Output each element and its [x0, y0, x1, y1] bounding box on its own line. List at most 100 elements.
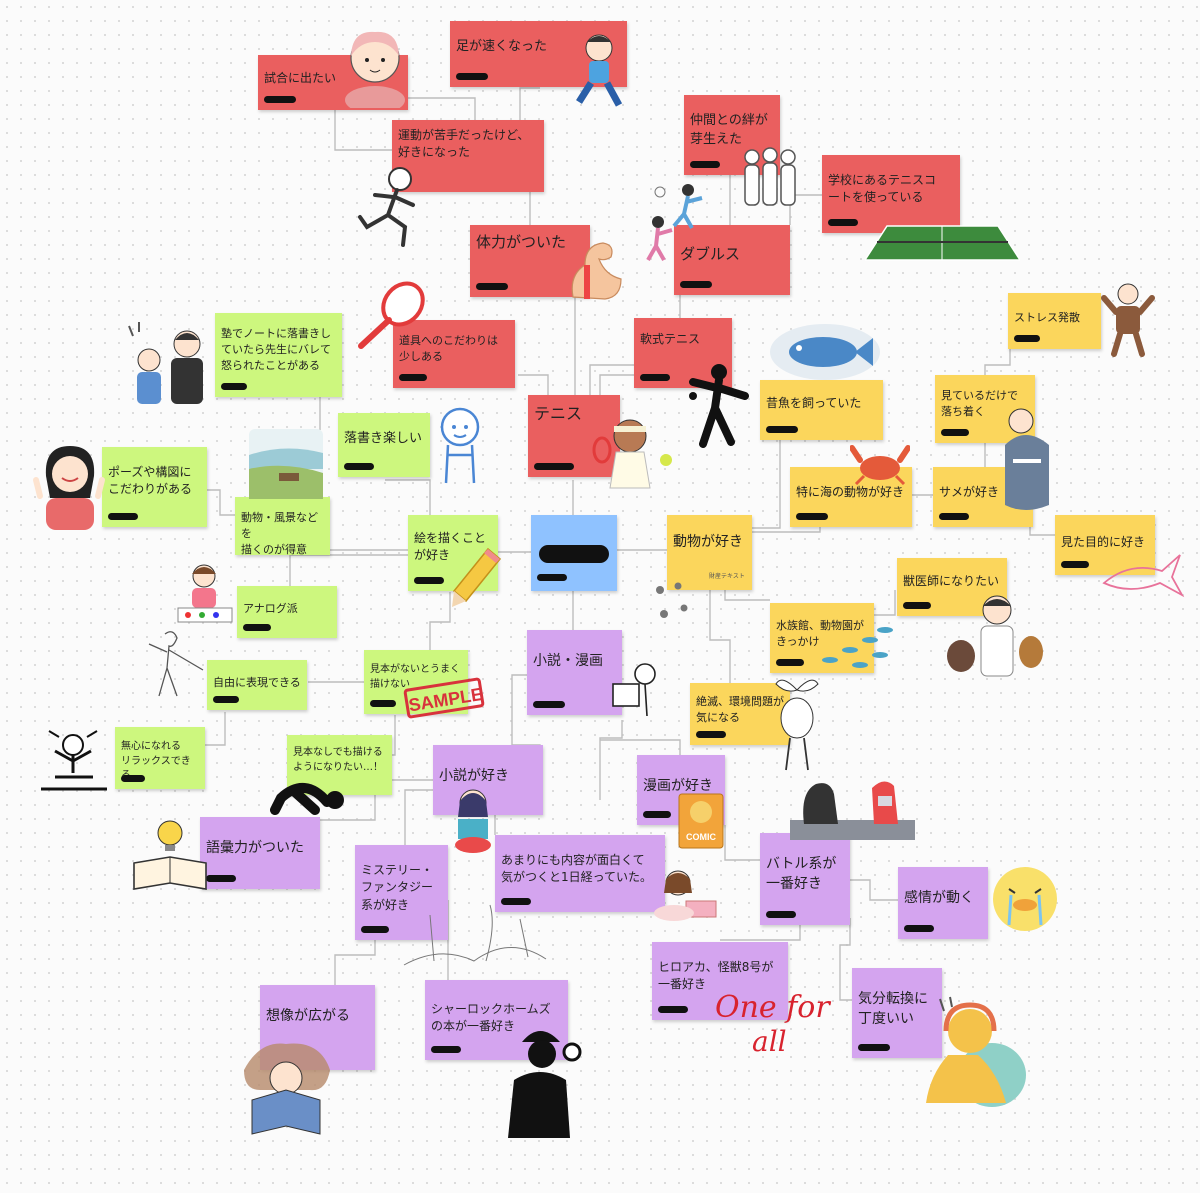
note-hiroaka[interactable]: ヒロアカ、怪獣8号が 一番好き — [652, 942, 788, 1020]
comic-book-icon: COMIC — [678, 793, 724, 849]
girl-reading-lying-icon — [654, 870, 717, 921]
note-sherlock[interactable]: シャーロックホームズ の本が一番好き — [425, 980, 568, 1060]
note-environment[interactable]: 絶滅、環境問題が 気になる — [690, 683, 790, 745]
link-sports-speed — [519, 87, 540, 120]
link-sports-match2 — [334, 100, 395, 151]
pencil-icon — [452, 547, 502, 607]
scolding-teacher-icon — [128, 322, 203, 404]
shark-outline-icon — [1102, 554, 1185, 598]
link-animals-env — [709, 560, 731, 685]
crying-duck-icon — [993, 867, 1057, 931]
tennis-racket-icon — [358, 281, 425, 349]
tennis-players-icon — [646, 184, 703, 261]
note-doodle[interactable]: 落書き楽しい — [338, 413, 430, 477]
girl-reading-icon — [455, 789, 491, 853]
note-analog[interactable]: アナログ派 — [237, 586, 337, 638]
redacted-name — [539, 545, 609, 563]
link-free-relax — [205, 712, 226, 746]
note-emotion[interactable]: 感情が動く — [898, 867, 988, 939]
note-stress[interactable]: ストレス発散 — [1008, 293, 1101, 349]
link-draw-analog — [289, 554, 410, 590]
all-text: all — [752, 1025, 787, 1058]
link-battle-hiroaka — [720, 925, 801, 941]
note-court[interactable]: 学校にあるテニスコ ートを使っている — [822, 155, 960, 233]
one-for-all-text: One for — [715, 990, 830, 1025]
link-tennis-soft — [589, 364, 637, 395]
crab-icon — [850, 445, 910, 485]
link-sports-match — [408, 97, 476, 120]
link-novel-vocab — [320, 779, 433, 821]
note-sports-like[interactable]: 運動が苦手だったけど、 好きになった — [392, 120, 544, 192]
kaiju-battle-icon — [790, 781, 915, 840]
note-bond[interactable]: 仲間との絆が 芽生えた — [684, 95, 780, 175]
link-mystery-imagine — [334, 940, 376, 985]
note-pose[interactable]: ポーズや構図に こだわりがある — [102, 447, 207, 527]
shark-costume-icon — [1005, 408, 1049, 510]
doodle-boy-icon — [440, 407, 480, 484]
fish-school-icon — [822, 627, 893, 668]
note-looks[interactable]: 見た目的に好き — [1055, 515, 1155, 575]
peace-girl-icon — [33, 446, 105, 530]
note-scenery[interactable]: 動物・風景などを 描くのが得意 — [235, 497, 330, 556]
note-tools[interactable]: 道具へのこだわりは 少しある — [393, 320, 515, 388]
sketch-scene-icon — [403, 904, 547, 966]
landscape-painting-icon — [249, 429, 323, 499]
note-needs-model[interactable]: 見本がないとうまく 描けない — [364, 650, 468, 714]
stress-relief-man-icon — [1101, 283, 1155, 357]
link-model-wish — [392, 715, 396, 756]
svg-text:COMIC: COMIC — [686, 832, 716, 842]
link-animals-fish — [752, 440, 781, 529]
link-manga-battle — [724, 825, 760, 861]
woman-reading-icon — [244, 1043, 330, 1135]
detective-silhouette-icon — [508, 1031, 582, 1138]
link-zoo-vet — [874, 590, 896, 616]
note-books-manga[interactable]: 小説・漫画 — [527, 630, 622, 715]
note-stamina[interactable]: 体力がついた — [470, 225, 590, 297]
link-draw-model — [429, 592, 451, 650]
note-doubles[interactable]: ダブルス — [674, 225, 790, 295]
link-battle-emotion — [850, 879, 898, 901]
running-figure-icon — [358, 167, 415, 247]
running-boy-icon — [576, 34, 623, 107]
fish-icon — [770, 324, 880, 380]
link-battle-relax — [839, 918, 852, 1001]
redacted-mark — [537, 574, 567, 581]
vet-doctor-icon — [947, 595, 1043, 677]
muscle-arm-icon — [571, 242, 622, 300]
note-vocab[interactable]: 語彙力がついた — [200, 817, 320, 889]
girl-painting-icon — [177, 564, 233, 623]
tennis-girl-icon — [592, 419, 672, 489]
girl-face-icon — [345, 31, 405, 108]
reading-figure-icon — [612, 663, 656, 717]
note-zoo[interactable]: 水族館、動物園が きっかけ — [770, 603, 874, 673]
note-mystery[interactable]: ミステリー・ ファンタジー 系が好き — [355, 845, 448, 940]
team-huddle-icon — [744, 147, 796, 206]
line-art-woman-icon — [148, 631, 204, 697]
relaxing-person-icon — [41, 730, 107, 791]
link-books-manga-split — [599, 720, 623, 800]
note-novel[interactable]: 小説が好き — [433, 745, 543, 815]
link-books-manga — [600, 739, 681, 755]
tennis-court-icon — [865, 225, 1020, 261]
link-novel-mystery — [404, 789, 440, 845]
link-calm-stress — [984, 345, 1011, 380]
bowing-person-icon — [270, 783, 344, 815]
link-draw-doodle — [385, 479, 431, 515]
paw-prints-icon — [656, 582, 688, 618]
sprout-figure-icon — [775, 679, 819, 771]
note-free-expression[interactable]: 自由に表現できる — [207, 660, 307, 710]
note-relax[interactable]: 無心になれる リラックスできる — [115, 727, 205, 789]
link-tennis-tools — [518, 374, 549, 395]
note-immersed[interactable]: あまりにも内容が面白くて 気がつくと1日経っていた。 — [495, 835, 665, 912]
center-note[interactable] — [531, 515, 617, 591]
note-refresh[interactable]: 気分転換に 丁度いい — [852, 968, 942, 1058]
note-fish[interactable]: 昔魚を飼っていた — [760, 380, 883, 440]
note-animals[interactable]: 動物が好き 財産テキスト — [667, 515, 752, 590]
note-juku[interactable]: 塾でノートに落書きし ていたら先生にバレて 怒られたことがある — [215, 313, 342, 397]
book-lightbulb-icon — [133, 820, 207, 890]
note-battle[interactable]: バトル系が 一番好き — [760, 833, 850, 925]
link-scenery-pose — [205, 489, 235, 516]
note-tennis[interactable]: テニス — [528, 395, 620, 477]
